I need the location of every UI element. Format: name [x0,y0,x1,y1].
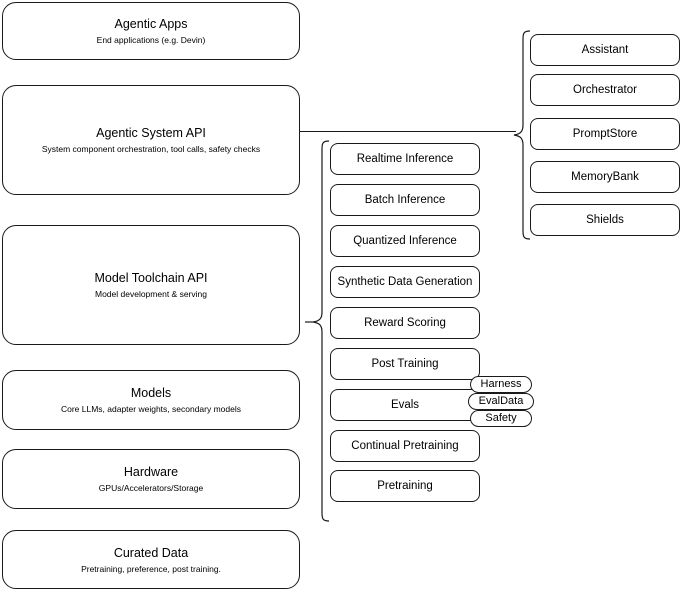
badge-label: Harness [480,378,522,390]
component-evals[interactable]: Evals [330,389,480,421]
layer-agentic-apps[interactable]: Agentic Apps End applications (e.g. Devi… [2,2,300,60]
component-label: Quantized Inference [353,235,457,247]
layer-subtitle: Pretraining, preference, post training. [81,563,221,574]
badge-label: Safety [485,412,517,424]
component-label: Evals [390,399,420,411]
component-assistant[interactable]: Assistant [530,34,680,66]
component-promptstore[interactable]: PromptStore [530,118,680,150]
component-continual-pretraining[interactable]: Continual Pretraining [330,430,480,462]
layer-title: Model Toolchain API [94,271,208,285]
component-shields[interactable]: Shields [530,204,680,236]
component-synthetic-data-generation[interactable]: Synthetic Data Generation [330,266,480,298]
layer-subtitle: Core LLMs, adapter weights, secondary mo… [60,404,241,414]
component-label: Batch Inference [364,194,446,206]
component-post-training[interactable]: Post Training [330,348,480,380]
badge-evaldata[interactable]: EvalData [468,393,534,410]
layer-curated-data[interactable]: Curated Data Pretraining, preference, po… [2,530,300,589]
layer-models[interactable]: Models Core LLMs, adapter weights, secon… [2,370,300,430]
layer-title: Agentic System API [96,126,206,140]
component-label: MemoryBank [571,171,639,183]
layer-subtitle: Model development & serving [95,289,207,299]
component-realtime-inference[interactable]: Realtime Inference [330,143,480,175]
layer-subtitle: System component orchestration, tool cal… [41,144,261,154]
layer-subtitle: End applications (e.g. Devin) [96,35,206,45]
badge-safety[interactable]: Safety [470,410,532,427]
layer-title: Curated Data [113,545,189,560]
component-label: Shields [586,214,624,226]
component-label: Realtime Inference [356,153,454,165]
badge-harness[interactable]: Harness [470,376,532,393]
connector-system-api-to-components [300,130,516,132]
layer-hardware[interactable]: Hardware GPUs/Accelerators/Storage [2,449,300,509]
layer-title: Models [130,386,172,400]
component-label: PromptStore [572,128,638,140]
component-label: Pretraining [377,480,433,492]
brace-toolchain-components [304,140,330,522]
layer-agentic-system-api[interactable]: Agentic System API System component orch… [2,85,300,195]
badge-label: EvalData [478,395,524,407]
brace-system-components [513,30,531,240]
component-reward-scoring[interactable]: Reward Scoring [330,307,480,339]
component-batch-inference[interactable]: Batch Inference [330,184,480,216]
component-quantized-inference[interactable]: Quantized Inference [330,225,480,257]
component-orchestrator[interactable]: Orchestrator [530,74,680,106]
component-pretraining[interactable]: Pretraining [330,470,480,502]
component-label: Post Training [371,358,439,370]
component-label: Continual Pretraining [351,440,459,452]
layer-model-toolchain-api[interactable]: Model Toolchain API Model development & … [2,225,300,345]
component-label: Synthetic Data Generation [337,276,473,288]
component-label: Orchestrator [573,84,637,96]
component-memorybank[interactable]: MemoryBank [530,161,680,193]
component-label: Reward Scoring [364,317,446,329]
layer-subtitle: GPUs/Accelerators/Storage [98,483,204,493]
component-label: Assistant [581,44,629,56]
layer-title: Hardware [123,465,179,479]
layer-title: Agentic Apps [114,17,188,31]
